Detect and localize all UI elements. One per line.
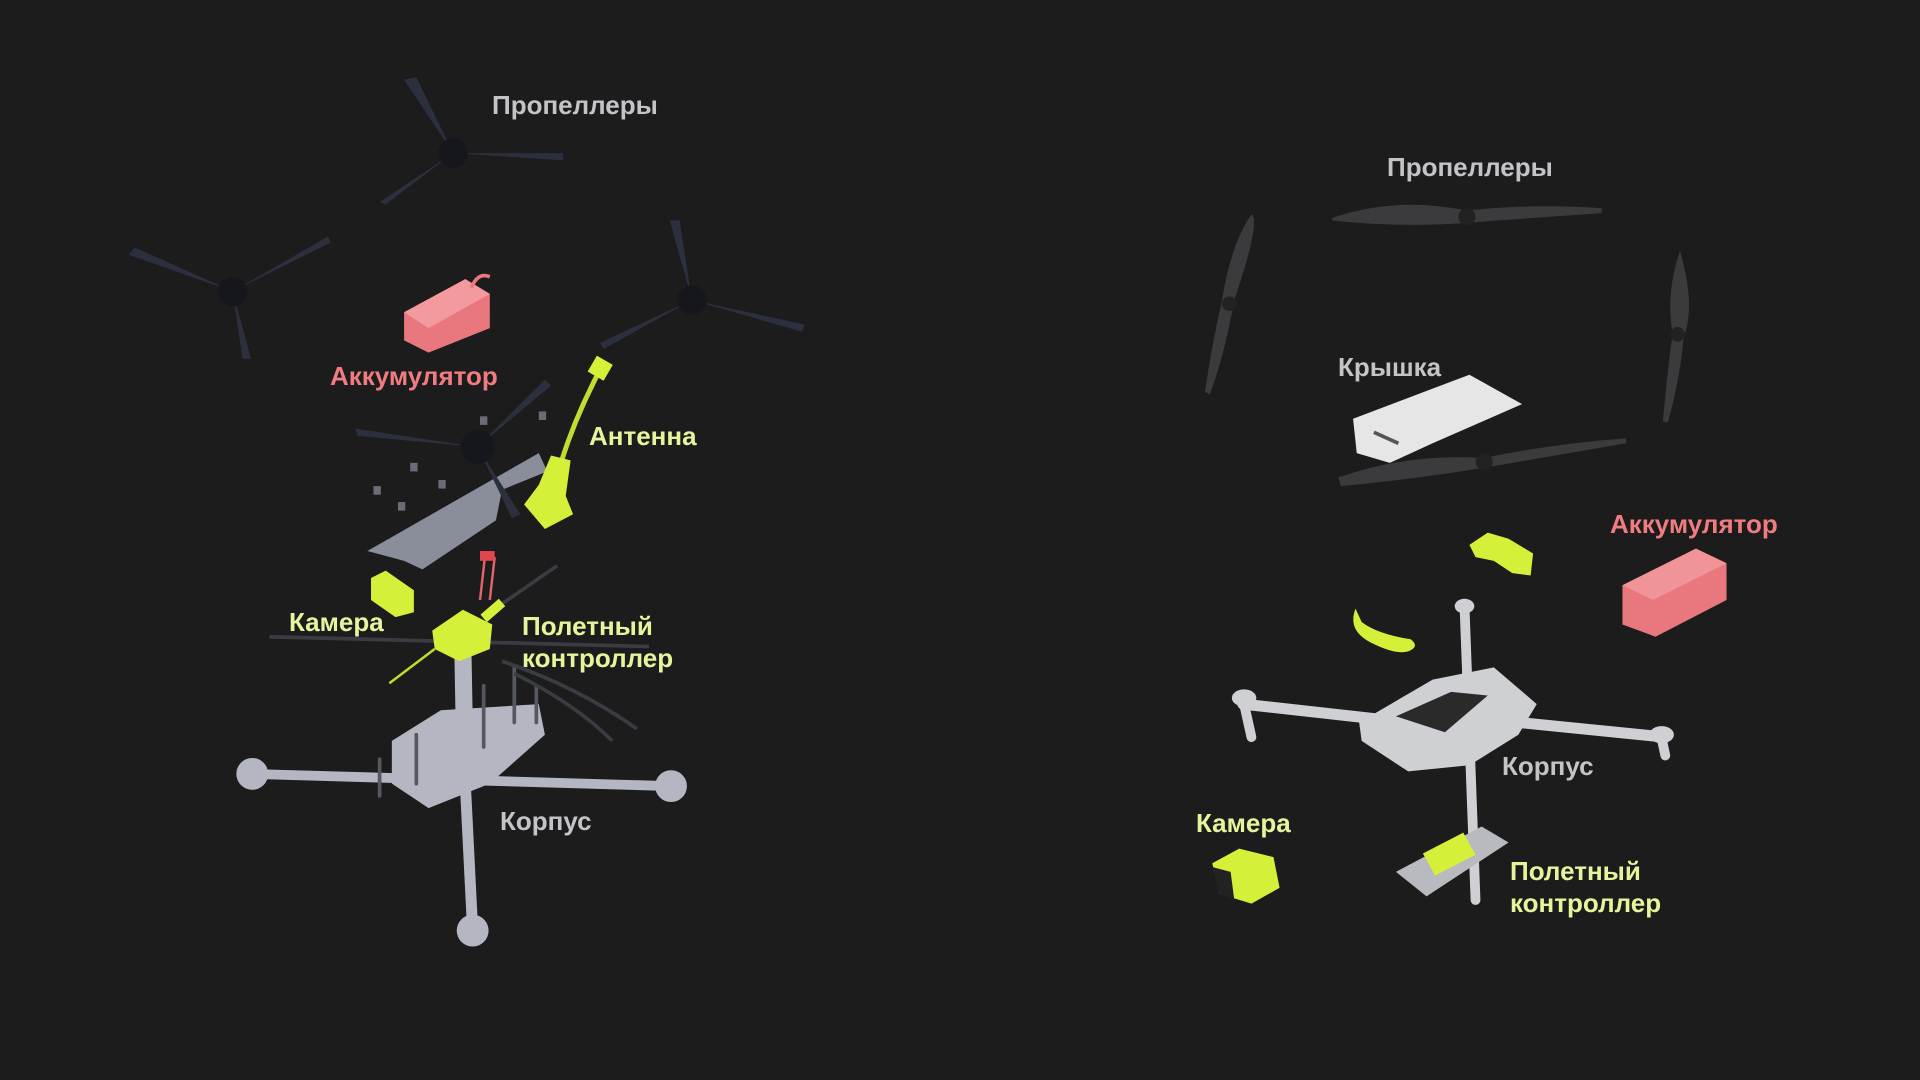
left-flight-controller-line2: контроллер — [522, 643, 674, 673]
left-propellers-label: Пропеллеры — [492, 90, 658, 120]
right-flight-controller-label: Полетный контроллер — [1510, 855, 1661, 919]
left-standoffs — [373, 411, 547, 511]
left-flight-controller — [388, 551, 506, 685]
left-battery-label: Аккумулятор — [330, 361, 498, 391]
left-frame — [236, 640, 687, 947]
left-camera-label: Камера — [289, 607, 384, 637]
right-propellers-label: Пропеллеры — [1387, 152, 1553, 182]
right-battery — [1622, 548, 1727, 637]
right-camera — [1212, 848, 1280, 904]
right-propeller-icon — [1204, 204, 1690, 487]
right-frame — [1231, 598, 1674, 905]
left-battery — [404, 273, 491, 353]
left-antenna-label: Антенна — [589, 421, 697, 451]
right-battery-label: Аккумулятор — [1610, 509, 1778, 539]
left-flight-controller-label: Полетный контроллер — [522, 610, 673, 674]
left-drone — [128, 77, 805, 947]
right-lens-bracket — [1353, 608, 1415, 653]
left-frame-label: Корпус — [500, 806, 592, 836]
right-flight-controller — [1395, 826, 1509, 897]
right-drone — [1204, 204, 1727, 905]
left-camera — [371, 570, 414, 618]
right-flight-controller-line1: Полетный — [1510, 856, 1641, 886]
right-flight-controller-line2: контроллер — [1510, 888, 1662, 918]
left-antenna — [524, 355, 613, 529]
right-cover — [1353, 374, 1523, 463]
right-frame-label: Корпус — [1502, 751, 1594, 781]
right-cover-label: Крышка — [1338, 352, 1442, 382]
left-top-plate — [367, 453, 548, 570]
right-gimbal-part — [1469, 532, 1534, 576]
right-camera-label: Камера — [1196, 808, 1291, 838]
left-flight-controller-line1: Полетный — [522, 611, 653, 641]
